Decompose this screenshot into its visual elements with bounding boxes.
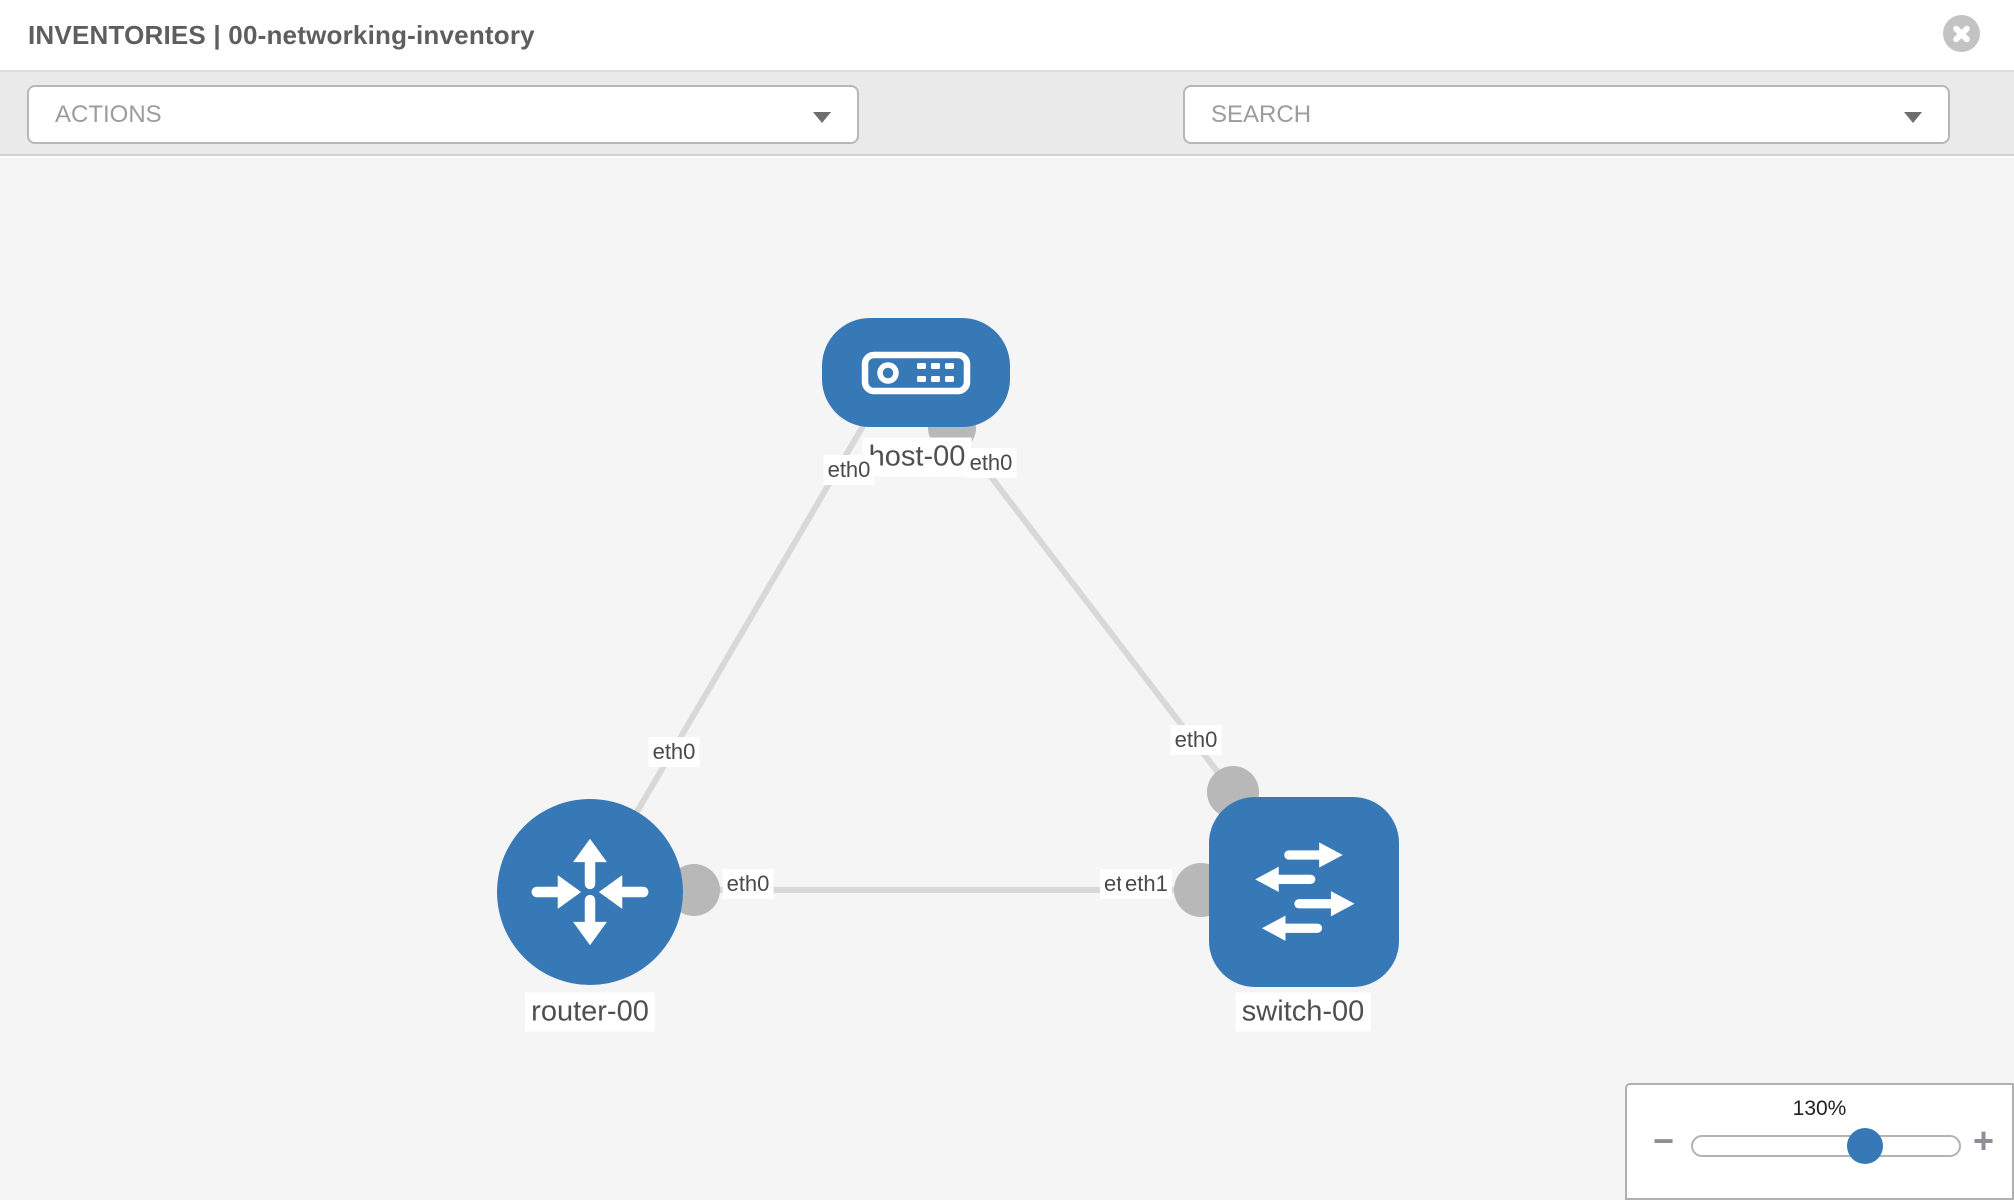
router-node-shape <box>497 799 683 985</box>
iface-label-switch-link-eth0: eth0 <box>1170 725 1222 755</box>
iface-label-router-link-eth0: eth0 <box>648 737 700 767</box>
iface-label-host-eth0-right: eth0 <box>965 448 1017 478</box>
zoom-panel: 130% − + <box>1625 1083 2014 1200</box>
host-node-shape <box>822 318 1010 427</box>
actions-dropdown[interactable]: ACTIONS <box>27 85 859 144</box>
host-icon <box>861 351 971 394</box>
switch-icon <box>1255 842 1355 941</box>
search-dropdown-label: SEARCH <box>1211 100 1312 128</box>
zoom-slider-track[interactable] <box>1691 1135 1961 1157</box>
chevron-down-icon <box>813 112 831 123</box>
node-host-00[interactable] <box>822 318 1010 427</box>
iface-label-horiz-eth0-router-end: eth0 <box>722 869 774 899</box>
iface-label-host-eth0-left: eth0 <box>823 455 875 485</box>
node-label-host: host-00 <box>862 437 972 477</box>
zoom-in-button[interactable]: + <box>1972 1120 1994 1161</box>
node-router-00[interactable] <box>497 799 683 985</box>
node-label-router: router-00 <box>525 992 655 1032</box>
router-icon <box>531 838 649 946</box>
page-title: INVENTORIES | 00-networking-inventory <box>28 19 535 50</box>
close-icon[interactable] <box>1943 15 1980 52</box>
zoom-level-value: 130% <box>1792 1097 1847 1120</box>
node-switch-00[interactable] <box>1209 797 1399 987</box>
search-dropdown[interactable]: SEARCH <box>1183 85 1950 144</box>
zoom-slider-thumb[interactable] <box>1847 1128 1883 1164</box>
links-layer <box>587 424 1236 894</box>
chevron-down-icon <box>1904 112 1922 123</box>
actions-dropdown-label: ACTIONS <box>55 100 162 128</box>
toolbar: ACTIONS SEARCH <box>0 72 2014 205</box>
zoom-out-button[interactable]: − <box>1653 1120 1675 1161</box>
switch-node-shape <box>1209 797 1399 987</box>
panel-header: INVENTORIES | 00-networking-inventory <box>0 0 2014 72</box>
iface-label-horiz-eth1-switch-end: eth1 <box>1121 869 1172 899</box>
topology-canvas[interactable]: host-00 router-00 switch-00 eth0 eth0 et… <box>0 158 2014 1200</box>
node-label-switch: switch-00 <box>1235 992 1371 1032</box>
